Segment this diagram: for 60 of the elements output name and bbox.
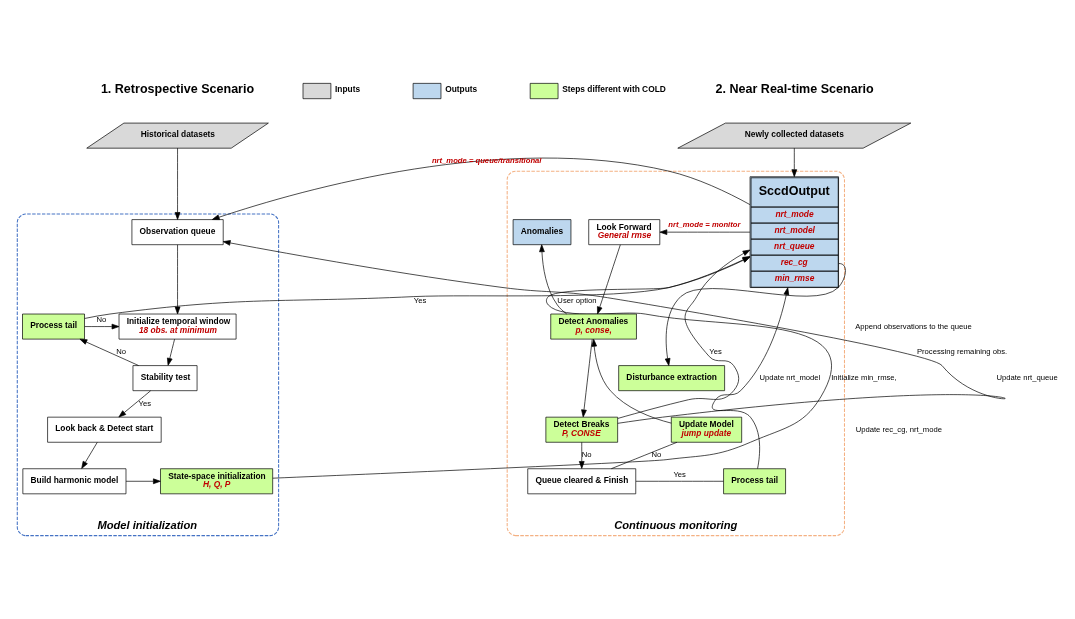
edge-label: No [116,347,127,357]
arrow [125,478,161,485]
edge-label: No [651,450,662,460]
edge-label: No [581,450,592,460]
edge-label: No [96,315,107,325]
node-box: Look back & Detect start [47,416,162,443]
arrow [174,244,181,315]
node-box: Detect Breaks P, CONSE [545,416,618,443]
arrow [591,338,672,424]
edge-label: nrt_mode = monitor [668,220,741,230]
arrow [597,244,621,315]
arrow [167,338,175,366]
legend-label: Inputs [335,84,361,95]
edge-label: Yes [709,347,722,357]
edge-label: User option [557,295,597,305]
arrow [84,323,120,330]
edge-label: Processing remaining obs. [916,347,1008,357]
legend-label: Steps different with COLD [562,84,666,95]
label: Update rec_cg, nrt_mode [855,424,943,434]
arrow [81,441,98,469]
arrow [79,338,139,366]
edge-label: Yes [673,469,686,479]
arrow [791,147,798,177]
node-box: Anomalies [512,219,572,246]
node-box: Stability test [132,365,198,392]
connector [610,441,678,470]
arrow [539,244,568,315]
node-box: Look Forward General rmse [588,219,661,246]
node-box: Detect Anomalies p, conse, [550,313,637,340]
edge-label: Initialize min_rmse, [831,373,897,383]
node-box: Disturbance extraction [618,365,725,392]
node-box: Update Model jump update [670,416,743,443]
edge-label: nrt_mode = queue/transitional [431,155,542,165]
edge-label: Yes [413,295,427,305]
node-box: Observation queue [131,219,224,246]
arrow [659,229,751,235]
arrow [84,256,751,319]
arrow [118,390,151,418]
legend-label: Outputs [445,84,478,95]
label: Update nrt_queue [996,373,1058,383]
arrow [272,256,832,479]
label: 2. Near Real-time Scenario [715,82,874,97]
node-box: Build harmonic model [22,468,127,495]
connector [635,480,724,482]
arrow [211,157,751,220]
arrow [578,441,585,469]
arrow [222,240,1006,424]
node-box: Process tail [723,468,786,495]
arrow [174,147,181,220]
node-box: Initialize temporal window 18 obs. at minimum [118,313,237,340]
edge-label: Update nrt_model [759,373,821,383]
edge-label: Yes [138,398,152,408]
node-box: Queue cleared & Finish [527,468,637,495]
node-box: Process tail [22,313,85,340]
arrow [711,287,790,469]
node-box: State-space initialization H, Q, P [160,468,274,495]
label: Append observations to the queue [855,321,972,331]
arrow [581,338,593,418]
arrow [664,263,846,366]
label: 1. Retrospective Scenario [100,82,255,97]
